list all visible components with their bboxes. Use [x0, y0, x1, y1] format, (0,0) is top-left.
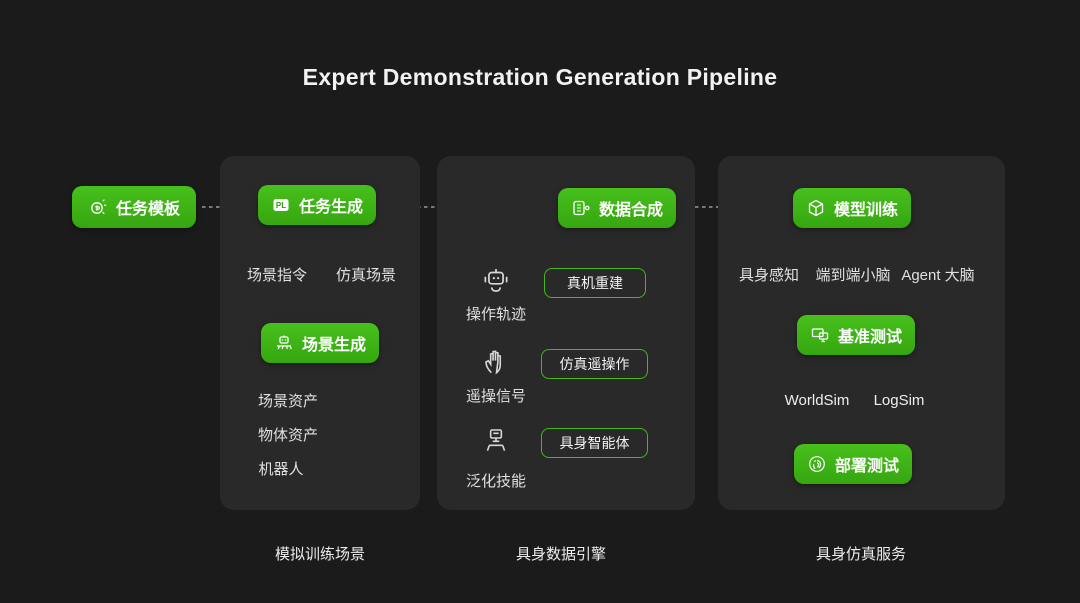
- label-teleop-signal: 遥操信号: [465, 388, 527, 405]
- label-scene-assets: 场景资产: [257, 393, 319, 410]
- label-generalized-skill: 泛化技能: [465, 473, 527, 490]
- label-worldsim: WorldSim: [784, 392, 850, 409]
- node-model-training: 模型训练: [793, 188, 911, 228]
- machine-operator-icon: [480, 424, 512, 456]
- node-task-template: 任务模板: [72, 186, 196, 228]
- label-object-assets: 物体资产: [257, 427, 319, 444]
- recorder-icon: [571, 198, 591, 218]
- svg-text:PL: PL: [276, 201, 286, 210]
- caption-embodied-sim-service: 具身仿真服务: [815, 546, 907, 563]
- node-benchmark-test: 基准测试: [797, 315, 915, 355]
- node-label: 数据合成: [598, 202, 663, 219]
- label-embodied-perception: 具身感知: [738, 267, 800, 284]
- label-robot-asset: 机器人: [258, 461, 304, 478]
- label-scene-command: 场景指令: [246, 267, 308, 284]
- node-real-reconstruction: 真机重建: [544, 268, 646, 298]
- caption-embodied-data-engine: 具身数据引擎: [515, 546, 607, 563]
- glove-icon: [480, 346, 512, 378]
- node-label: 具身智能体: [559, 435, 630, 451]
- caption-sim-training-scene: 模拟训练场景: [274, 546, 366, 563]
- node-label: 模型训练: [833, 202, 898, 219]
- label-sim-scene: 仿真场景: [335, 267, 397, 284]
- robot-icon: [479, 264, 513, 298]
- label-agent-brain: Agent 大脑: [901, 267, 975, 284]
- node-label: 基准测试: [837, 329, 902, 346]
- fingerprint-icon: [807, 454, 827, 474]
- pl-badge-icon: PL: [271, 195, 291, 215]
- label-operation-trajectory: 操作轨迹: [465, 306, 527, 323]
- node-label: 真机重建: [567, 275, 623, 291]
- label-end-to-end-cerebellum: 端到端小脑: [815, 267, 891, 284]
- robot-conveyor-icon: [274, 333, 294, 353]
- node-scene-generation: 场景生成: [261, 323, 379, 363]
- node-label: 仿真遥操作: [559, 356, 630, 372]
- node-embodied-agent: 具身智能体: [541, 428, 648, 458]
- node-label: 任务生成: [298, 199, 363, 216]
- label-logsim: LogSim: [873, 392, 925, 409]
- node-task-generation: PL 任务生成: [258, 185, 376, 225]
- node-label: 部署测试: [834, 458, 899, 475]
- coin-sparkle-icon: [88, 197, 108, 217]
- node-data-synthesis: 数据合成: [558, 188, 676, 228]
- cube-icon: [806, 198, 826, 218]
- node-deployment-test: 部署测试: [794, 444, 912, 484]
- node-label: 任务模板: [115, 201, 180, 218]
- node-label: 场景生成: [301, 337, 366, 354]
- page-title: Expert Demonstration Generation Pipeline: [302, 64, 778, 90]
- node-sim-teleoperation: 仿真遥操作: [541, 349, 648, 379]
- dual-screen-icon: [810, 325, 830, 345]
